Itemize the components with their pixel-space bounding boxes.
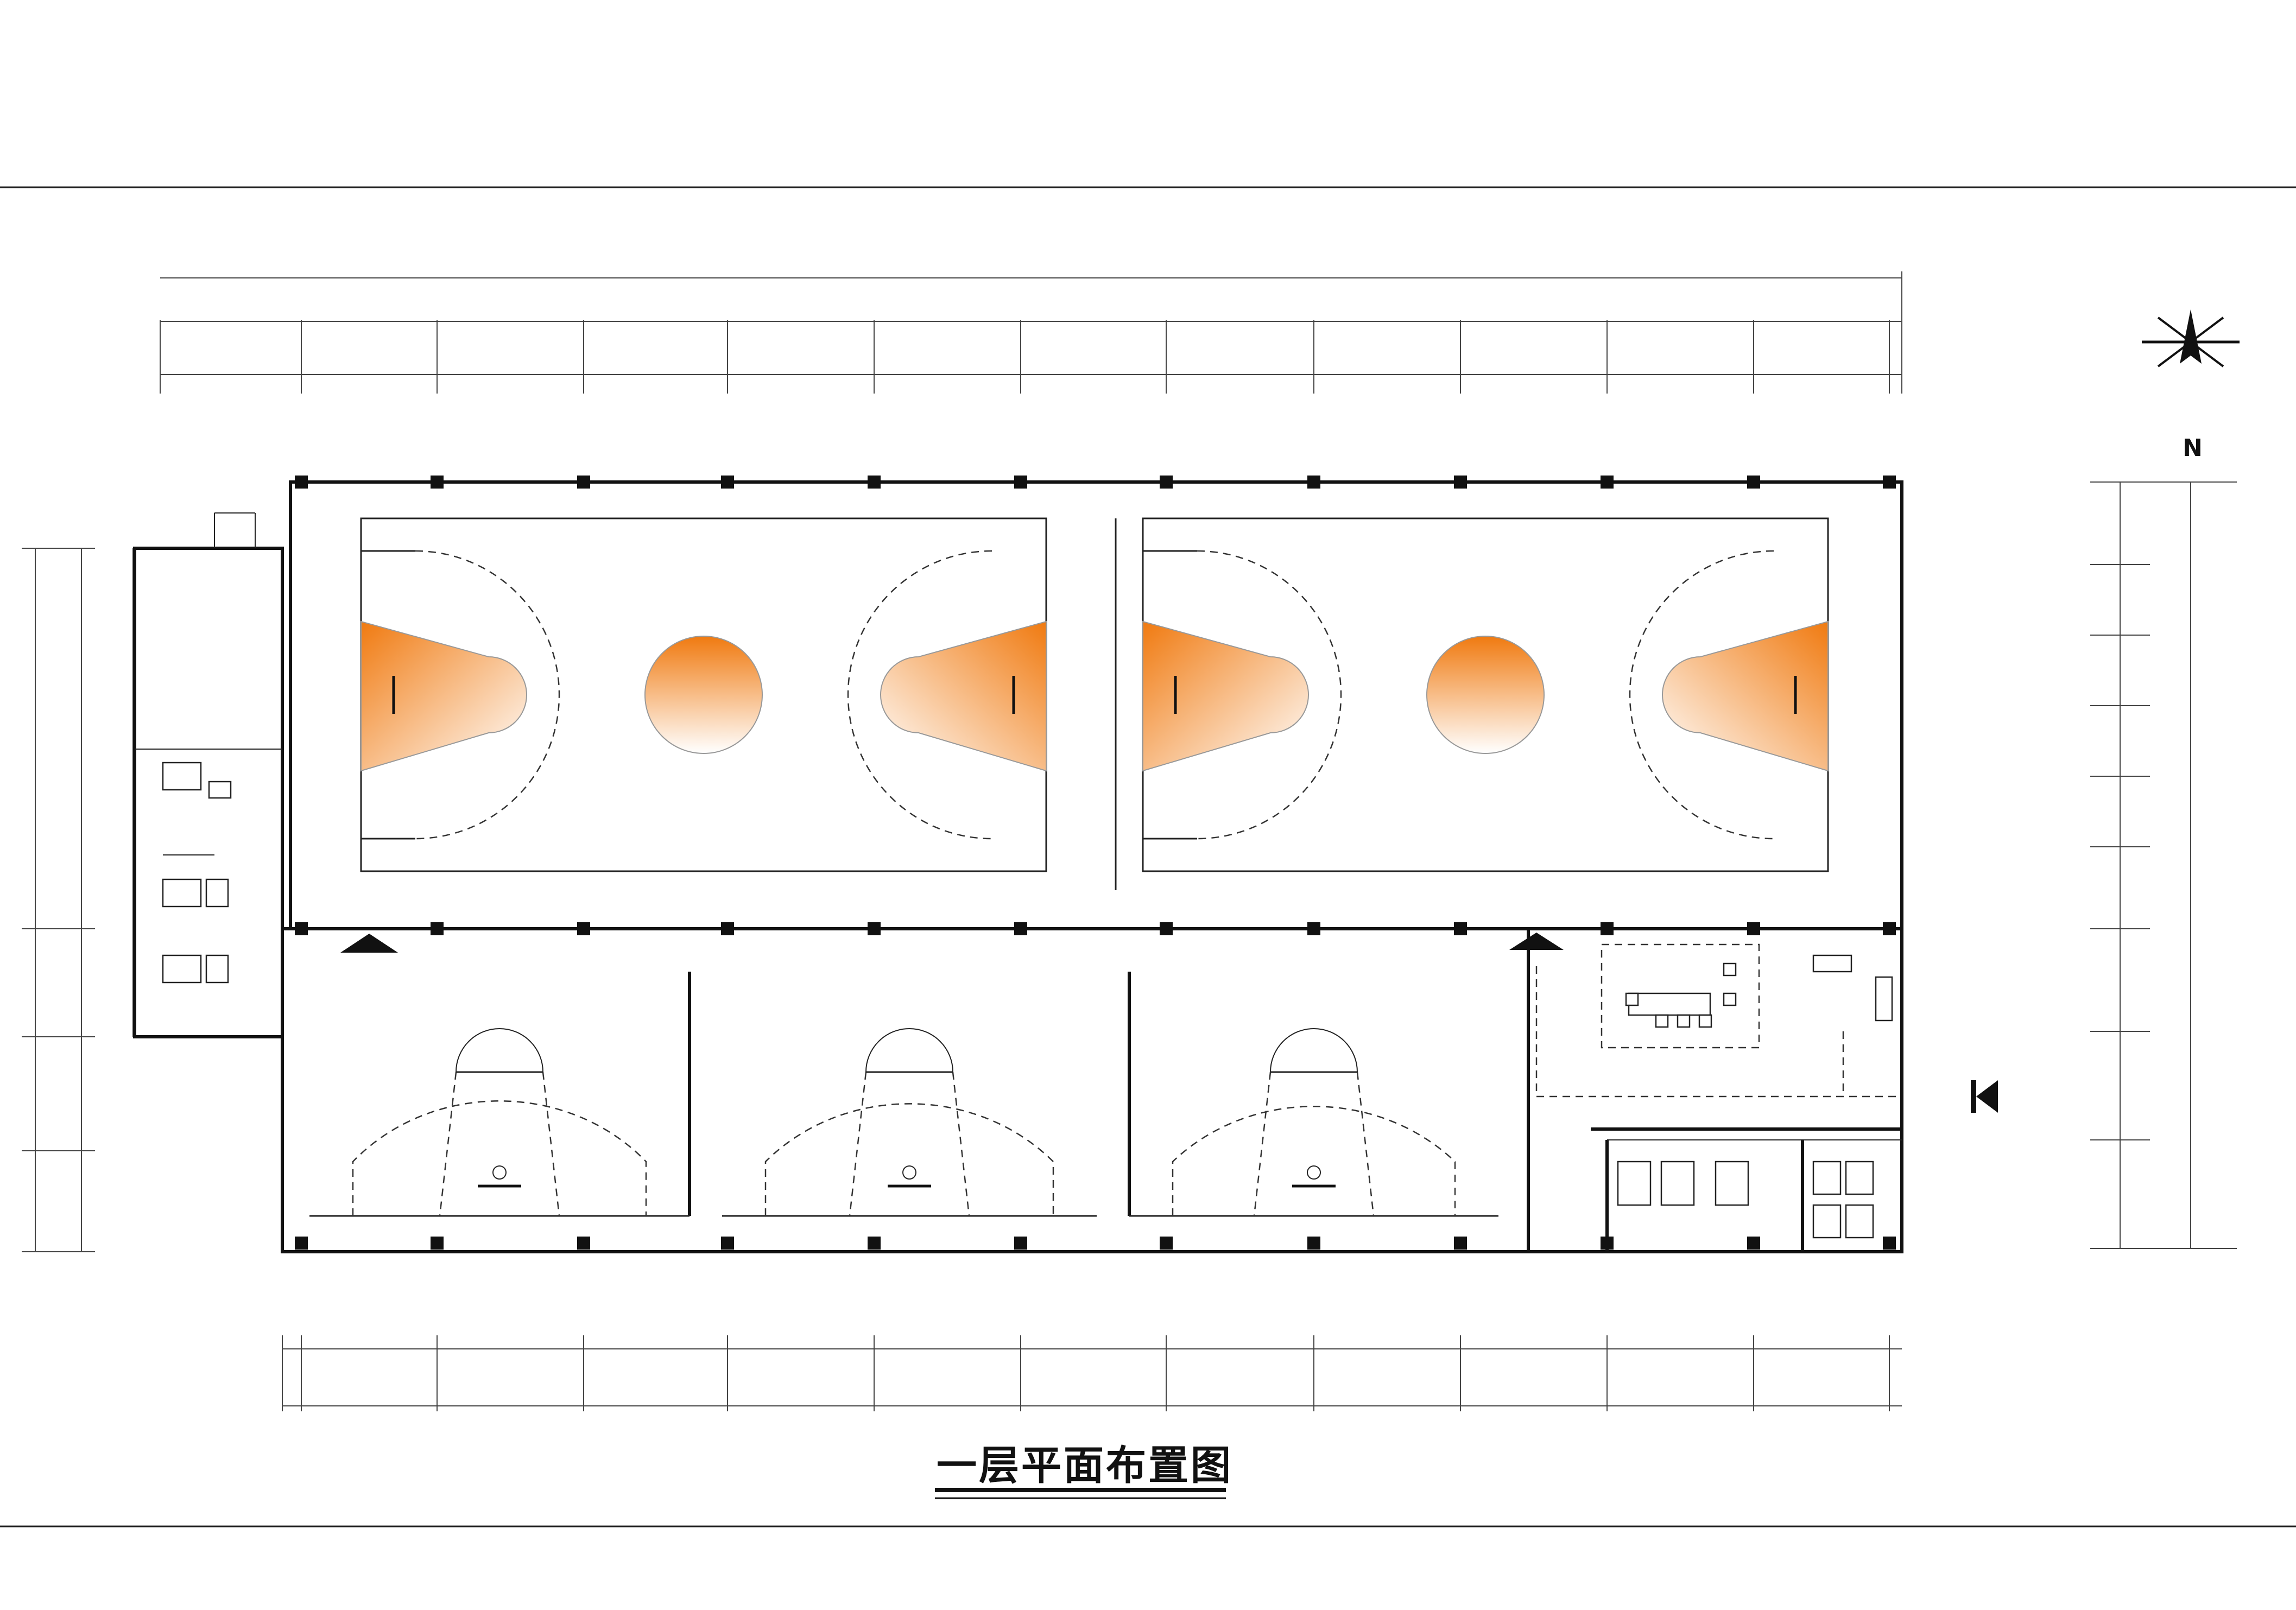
column (1747, 1237, 1760, 1250)
half-court-lane (439, 1072, 560, 1216)
half-court-three-point-arc (1172, 1106, 1456, 1216)
right-key (880, 620, 1047, 772)
left-three-point-arc (1197, 550, 1342, 840)
column (1601, 476, 1614, 489)
column (1160, 1237, 1173, 1250)
building-walls (133, 480, 1903, 1253)
column (1307, 1237, 1320, 1250)
column (1014, 476, 1027, 489)
center-circle (1426, 636, 1545, 754)
column (577, 1237, 590, 1250)
left-key (360, 620, 527, 772)
right-dimension-lines (2090, 481, 2237, 1249)
column (1883, 922, 1896, 935)
center-circle (644, 636, 763, 754)
column (1454, 1237, 1467, 1250)
column (1160, 922, 1173, 935)
column (431, 1237, 444, 1250)
column (1307, 922, 1320, 935)
meeting-room (1535, 943, 1900, 1098)
half-court-key-arc (456, 1028, 543, 1073)
annex-furniture (162, 762, 232, 984)
column (1454, 476, 1467, 489)
column (721, 476, 734, 489)
north-label: N (2183, 434, 2203, 462)
half-court-three-point-arc (352, 1100, 647, 1216)
full-court-left (360, 517, 1047, 872)
structural-columns (295, 476, 1896, 1250)
column (868, 476, 881, 489)
entrance-arrow-icon (340, 933, 1998, 1113)
left-key (1142, 620, 1309, 772)
left-three-point-arc (415, 550, 560, 840)
column (1307, 476, 1320, 489)
column (868, 922, 881, 935)
column (1747, 922, 1760, 935)
column (1601, 1237, 1614, 1250)
left-dimension-lines (22, 548, 134, 1252)
column (295, 1237, 308, 1250)
half-court-key-arc (865, 1028, 953, 1073)
column (431, 476, 444, 489)
column (1747, 476, 1760, 489)
right-key (1662, 620, 1829, 772)
column (1883, 476, 1896, 489)
right-three-point-arc (847, 550, 992, 840)
restrooms (1617, 1161, 1874, 1239)
half-court-rim (1307, 1165, 1321, 1180)
column (721, 922, 734, 935)
column (1601, 922, 1614, 935)
column (295, 476, 308, 489)
half-court-three-point-arc (764, 1103, 1054, 1216)
top-dimension-lines (160, 271, 1902, 394)
north-arrow-icon (2142, 309, 2240, 367)
right-three-point-arc (1629, 550, 1774, 840)
column (1883, 1237, 1896, 1250)
column (295, 922, 308, 935)
half-court-lane (1253, 1072, 1375, 1216)
half-courts (309, 1028, 1498, 1217)
column (1160, 476, 1173, 489)
column (1454, 922, 1467, 935)
drawing-title: 一层平面布置图 (937, 1442, 1233, 1489)
column (577, 922, 590, 935)
column (1014, 1237, 1027, 1250)
column (721, 1237, 734, 1250)
half-court-key-arc (1270, 1028, 1358, 1073)
half-court-rim (902, 1165, 916, 1180)
column (868, 1237, 881, 1250)
half-court-rim (492, 1165, 507, 1180)
bottom-dimension-lines (282, 1335, 1902, 1411)
column (577, 476, 590, 489)
column (431, 922, 444, 935)
full-court-right (1115, 517, 1829, 890)
half-court-lane (849, 1072, 970, 1216)
column (1014, 922, 1027, 935)
